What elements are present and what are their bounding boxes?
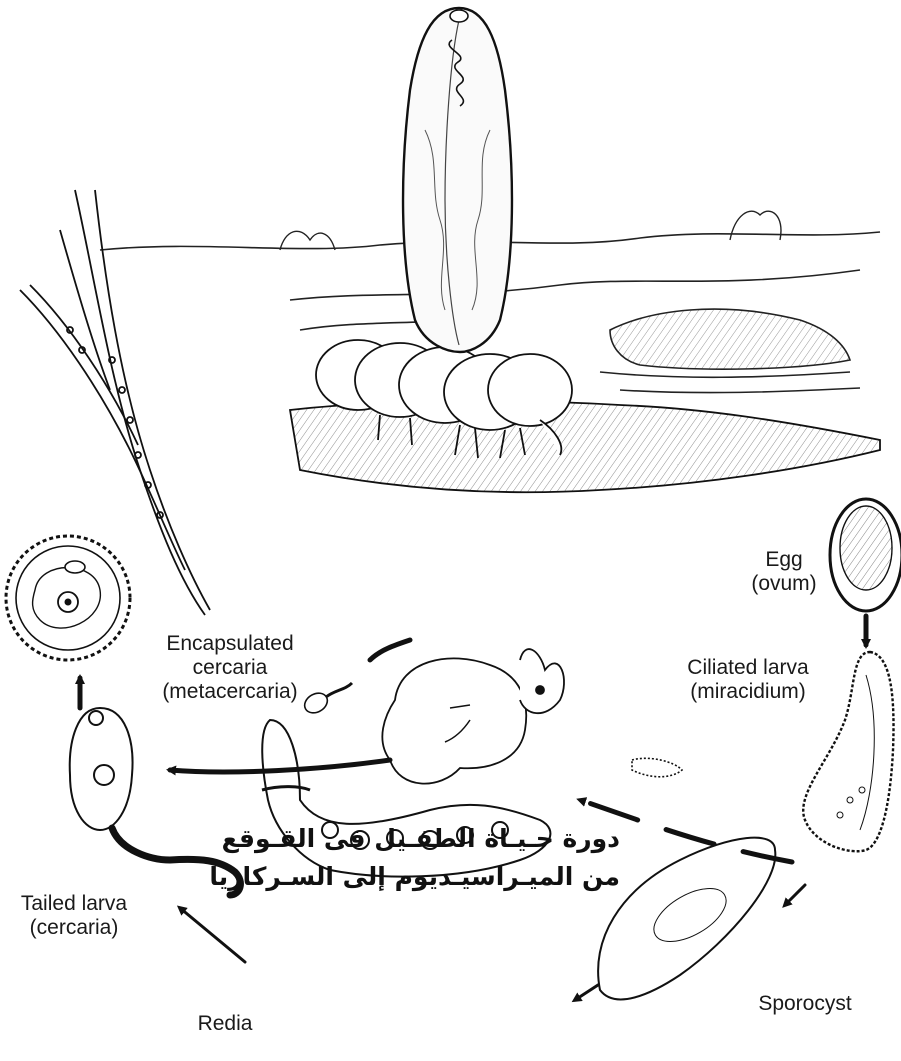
arrow-sporocyst-to-redia — [575, 985, 598, 1000]
swimming-miracidium-icon — [632, 758, 682, 776]
sporocyst-icon — [598, 838, 775, 1000]
label-sporocyst: Sporocyst — [740, 992, 870, 1016]
snail-host-icon — [382, 649, 564, 784]
arrow-segment-upper — [370, 640, 410, 660]
label-cercaria-line2: (cercaria) — [4, 916, 144, 940]
label-metacercaria-line1: Encapsulated — [130, 632, 330, 656]
arabic-caption: دورة حـيـاة الطفـيل فى القـوقع من الميـر… — [260, 820, 620, 896]
label-sporocyst-line1: Sporocyst — [740, 992, 870, 1016]
marsh-water — [600, 309, 860, 393]
label-metacercaria-line2: cercaria — [130, 656, 330, 680]
label-metacercaria: Encapsulated cercaria (metacercaria) — [130, 632, 330, 704]
liver-fluke-adult-icon — [403, 8, 512, 352]
arabic-caption-line1: دورة حـيـاة الطفـيل فى القـوقع — [260, 820, 620, 858]
label-redia-line1: Redia — [180, 1012, 270, 1036]
label-miracidium-line2: (miracidium) — [668, 680, 828, 704]
arrow-miracidium-to-sporocyst — [785, 885, 805, 905]
label-cercaria: Tailed larva (cercaria) — [4, 892, 144, 940]
egg-icon — [830, 499, 901, 611]
label-cercaria-line1: Tailed larva — [4, 892, 144, 916]
label-egg-line1: Egg — [744, 548, 824, 572]
label-metacercaria-line3: (metacercaria) — [130, 680, 330, 704]
metacercaria-icon — [6, 536, 130, 660]
label-miracidium: Ciliated larva (miracidium) — [668, 656, 828, 704]
label-redia: Redia — [180, 1012, 270, 1036]
arabic-caption-line2: من الميـراسيـديوم إلى السـركاريا — [260, 858, 620, 896]
label-miracidium-line1: Ciliated larva — [668, 656, 828, 680]
label-egg-line2: (ovum) — [744, 572, 824, 596]
arrow-redia-to-cercaria — [180, 908, 245, 962]
label-egg: Egg (ovum) — [744, 548, 824, 596]
